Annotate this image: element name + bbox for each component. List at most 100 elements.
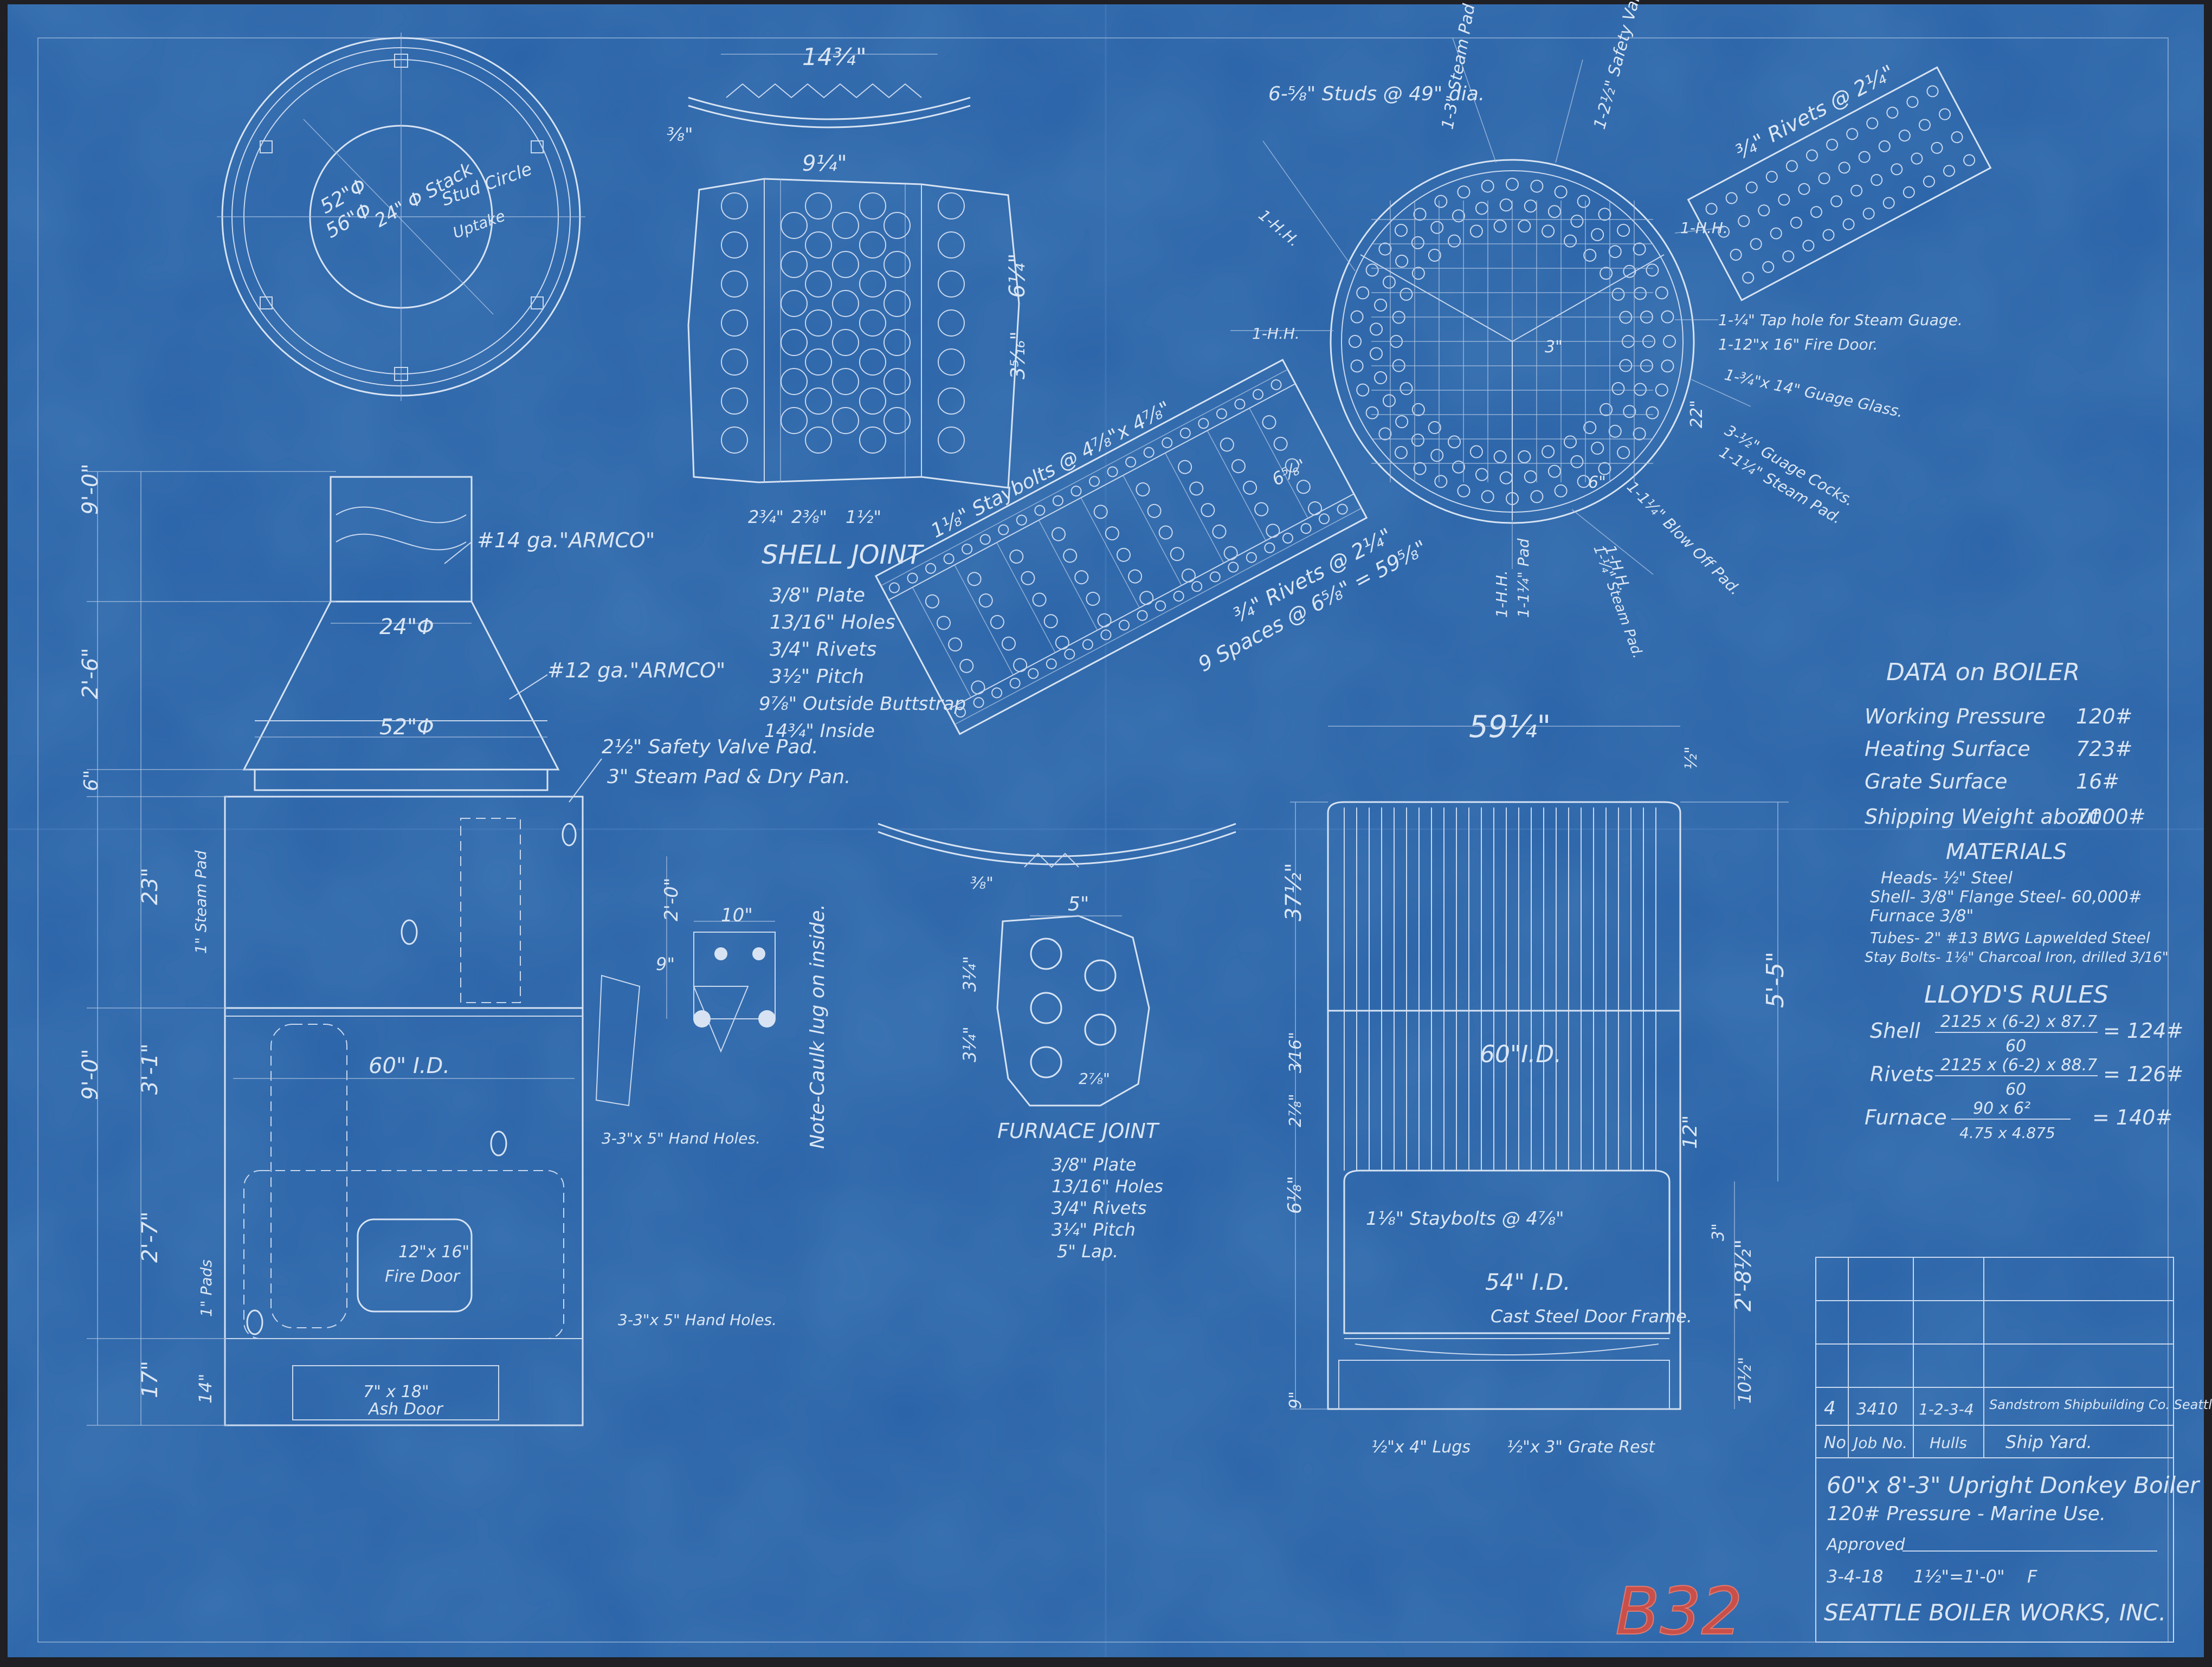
rivet-hole — [1013, 658, 1028, 673]
rivet-hole — [967, 572, 982, 586]
rivet-hole — [991, 687, 1003, 699]
rivet-hole — [781, 290, 808, 317]
rivet-hole — [1178, 460, 1192, 474]
rivet-hole — [1822, 229, 1835, 241]
fj-note-3: 3¼" Pitch — [1052, 1219, 1136, 1240]
rivet-hole — [1413, 208, 1427, 221]
rivet-hole — [1481, 179, 1494, 193]
rivet-hole — [1911, 152, 1923, 165]
rivet-hole — [1052, 527, 1066, 541]
rivet-hole — [1107, 466, 1118, 477]
rivet-hole — [721, 231, 748, 259]
sv-staybolts: 1⅛" Staybolts @ 4⅞" — [1366, 1208, 1564, 1230]
rivet-hole — [781, 407, 808, 434]
armco-12-label: #12 ga."ARMCO" — [547, 658, 725, 682]
section-view: 59¼" 37½" 5'-5" 12" ½" 60"I.D. 54" I.D. … — [1281, 709, 1789, 1457]
pads-side-label: 1" Pads — [197, 1259, 215, 1317]
sv-inner-54: 54" I.D. — [1485, 1269, 1571, 1295]
rivet-hole — [973, 697, 984, 708]
lloyds-result-1: = 126# — [2103, 1062, 2183, 1086]
rivet-hole — [1231, 459, 1246, 474]
data-value-1: 723# — [2076, 737, 2132, 761]
rivet-hole — [1765, 171, 1778, 183]
sv-dim-6: 6⅛" — [1284, 1176, 1306, 1214]
title-block: 60"x 8'-3" Upright Donkey Boiler 120# Pr… — [1815, 1457, 2201, 1643]
rivet-hole — [1608, 424, 1622, 438]
rivet-hole — [1725, 192, 1738, 204]
rivet-hole — [1583, 421, 1597, 435]
rivet-hole — [1052, 495, 1063, 506]
staybolt-line — [1038, 520, 1098, 631]
rivet-hole — [978, 593, 993, 608]
sv-dim-5-5: 5'-5" — [1762, 952, 1789, 1008]
rivet-hole — [1234, 398, 1246, 410]
rivet-hole — [1493, 450, 1507, 463]
rivet-hole — [1378, 427, 1392, 441]
rivet-hole — [937, 616, 951, 630]
rivet-hole — [859, 348, 886, 376]
rivet-hole — [1663, 335, 1676, 348]
rivet-hole — [1554, 484, 1568, 497]
rivet-hole — [1742, 272, 1755, 284]
rivet-hole — [1201, 503, 1215, 518]
hp-hh-bottom: 1-H.H. — [1493, 570, 1511, 618]
rivet-hole — [1818, 172, 1830, 185]
sv-dim-12: 12" — [1679, 1115, 1701, 1149]
rivet-hole — [1926, 85, 1939, 98]
rivet-hole — [832, 329, 859, 356]
data-label-1: Heating Surface — [1865, 737, 2030, 761]
rev-header-no: No — [1824, 1433, 1846, 1452]
materials-2: Furnace 3/8" — [1870, 907, 1974, 926]
revision-table: 4 3410 1-2-3-4 Sandstrom Shipbuilding Co… — [1815, 1257, 2212, 1458]
rivet-hole — [1374, 298, 1388, 312]
rivet-hole — [1411, 236, 1424, 249]
armco-14-label: #14 ga."ARMCO" — [477, 528, 655, 552]
rivet-hole — [1216, 408, 1227, 419]
rivet-hole — [1350, 310, 1364, 324]
hp-hh-bottom-pad: 1-1¼" Pad — [1514, 538, 1532, 618]
lloyds-den-0: 60 — [2005, 1037, 2026, 1056]
rivet-hole — [1583, 248, 1597, 262]
lloyds-num-0: 2125 x (6-2) x 87.7 — [1940, 1012, 2097, 1031]
border — [37, 37, 2169, 1643]
rivet-hole — [1395, 415, 1409, 429]
rivet-hole — [1623, 405, 1636, 418]
rivet-hole — [1155, 600, 1166, 611]
sv-lugs: ½"x 4" Lugs — [1371, 1438, 1471, 1457]
lloyds-label-2: Furnace — [1865, 1106, 1947, 1129]
rivet-hole — [1750, 238, 1762, 250]
rivet-hole — [888, 582, 900, 593]
rivet-hole — [1273, 436, 1288, 451]
rivet-hole — [1370, 322, 1383, 336]
rivet-hole — [1428, 421, 1441, 435]
rivet-hole — [1100, 629, 1112, 641]
rivet-hole — [1452, 460, 1465, 474]
rivet-hole — [1448, 234, 1461, 248]
rivet-hole — [1021, 571, 1035, 585]
rivet-hole — [805, 309, 832, 337]
rivet-hole — [938, 348, 965, 376]
staybolt-line — [996, 542, 1056, 653]
rivet-hole — [1365, 406, 1379, 419]
materials-list: MATERIALS Heads- ½" Steel Shell- 3/8" Fl… — [1865, 839, 2169, 966]
rivet-hole — [1136, 482, 1150, 497]
rivet-hole — [1577, 195, 1590, 208]
rivet-hole — [1730, 249, 1742, 261]
rivet-hole — [955, 707, 966, 718]
rivet-hole — [1264, 542, 1275, 553]
rivet-hole — [1611, 382, 1625, 396]
rivet-hole — [1600, 403, 1613, 416]
rivet-hole — [925, 563, 937, 574]
rivet-hole — [1046, 658, 1057, 669]
rivet-hole — [1906, 96, 1919, 108]
stack-24-label: 24"Φ — [379, 615, 434, 639]
rivet-hole — [938, 270, 965, 298]
rivet-hole — [1093, 505, 1108, 519]
rivet-hole — [1434, 195, 1448, 208]
shell-dim-b0: 2¾" — [748, 507, 784, 527]
rivet-hole — [1370, 347, 1383, 360]
data-title: DATA on BOILER — [1886, 658, 2080, 686]
rivet-hole — [1448, 435, 1461, 449]
rivet-hole — [805, 231, 832, 259]
rivet-hole — [1034, 505, 1046, 516]
